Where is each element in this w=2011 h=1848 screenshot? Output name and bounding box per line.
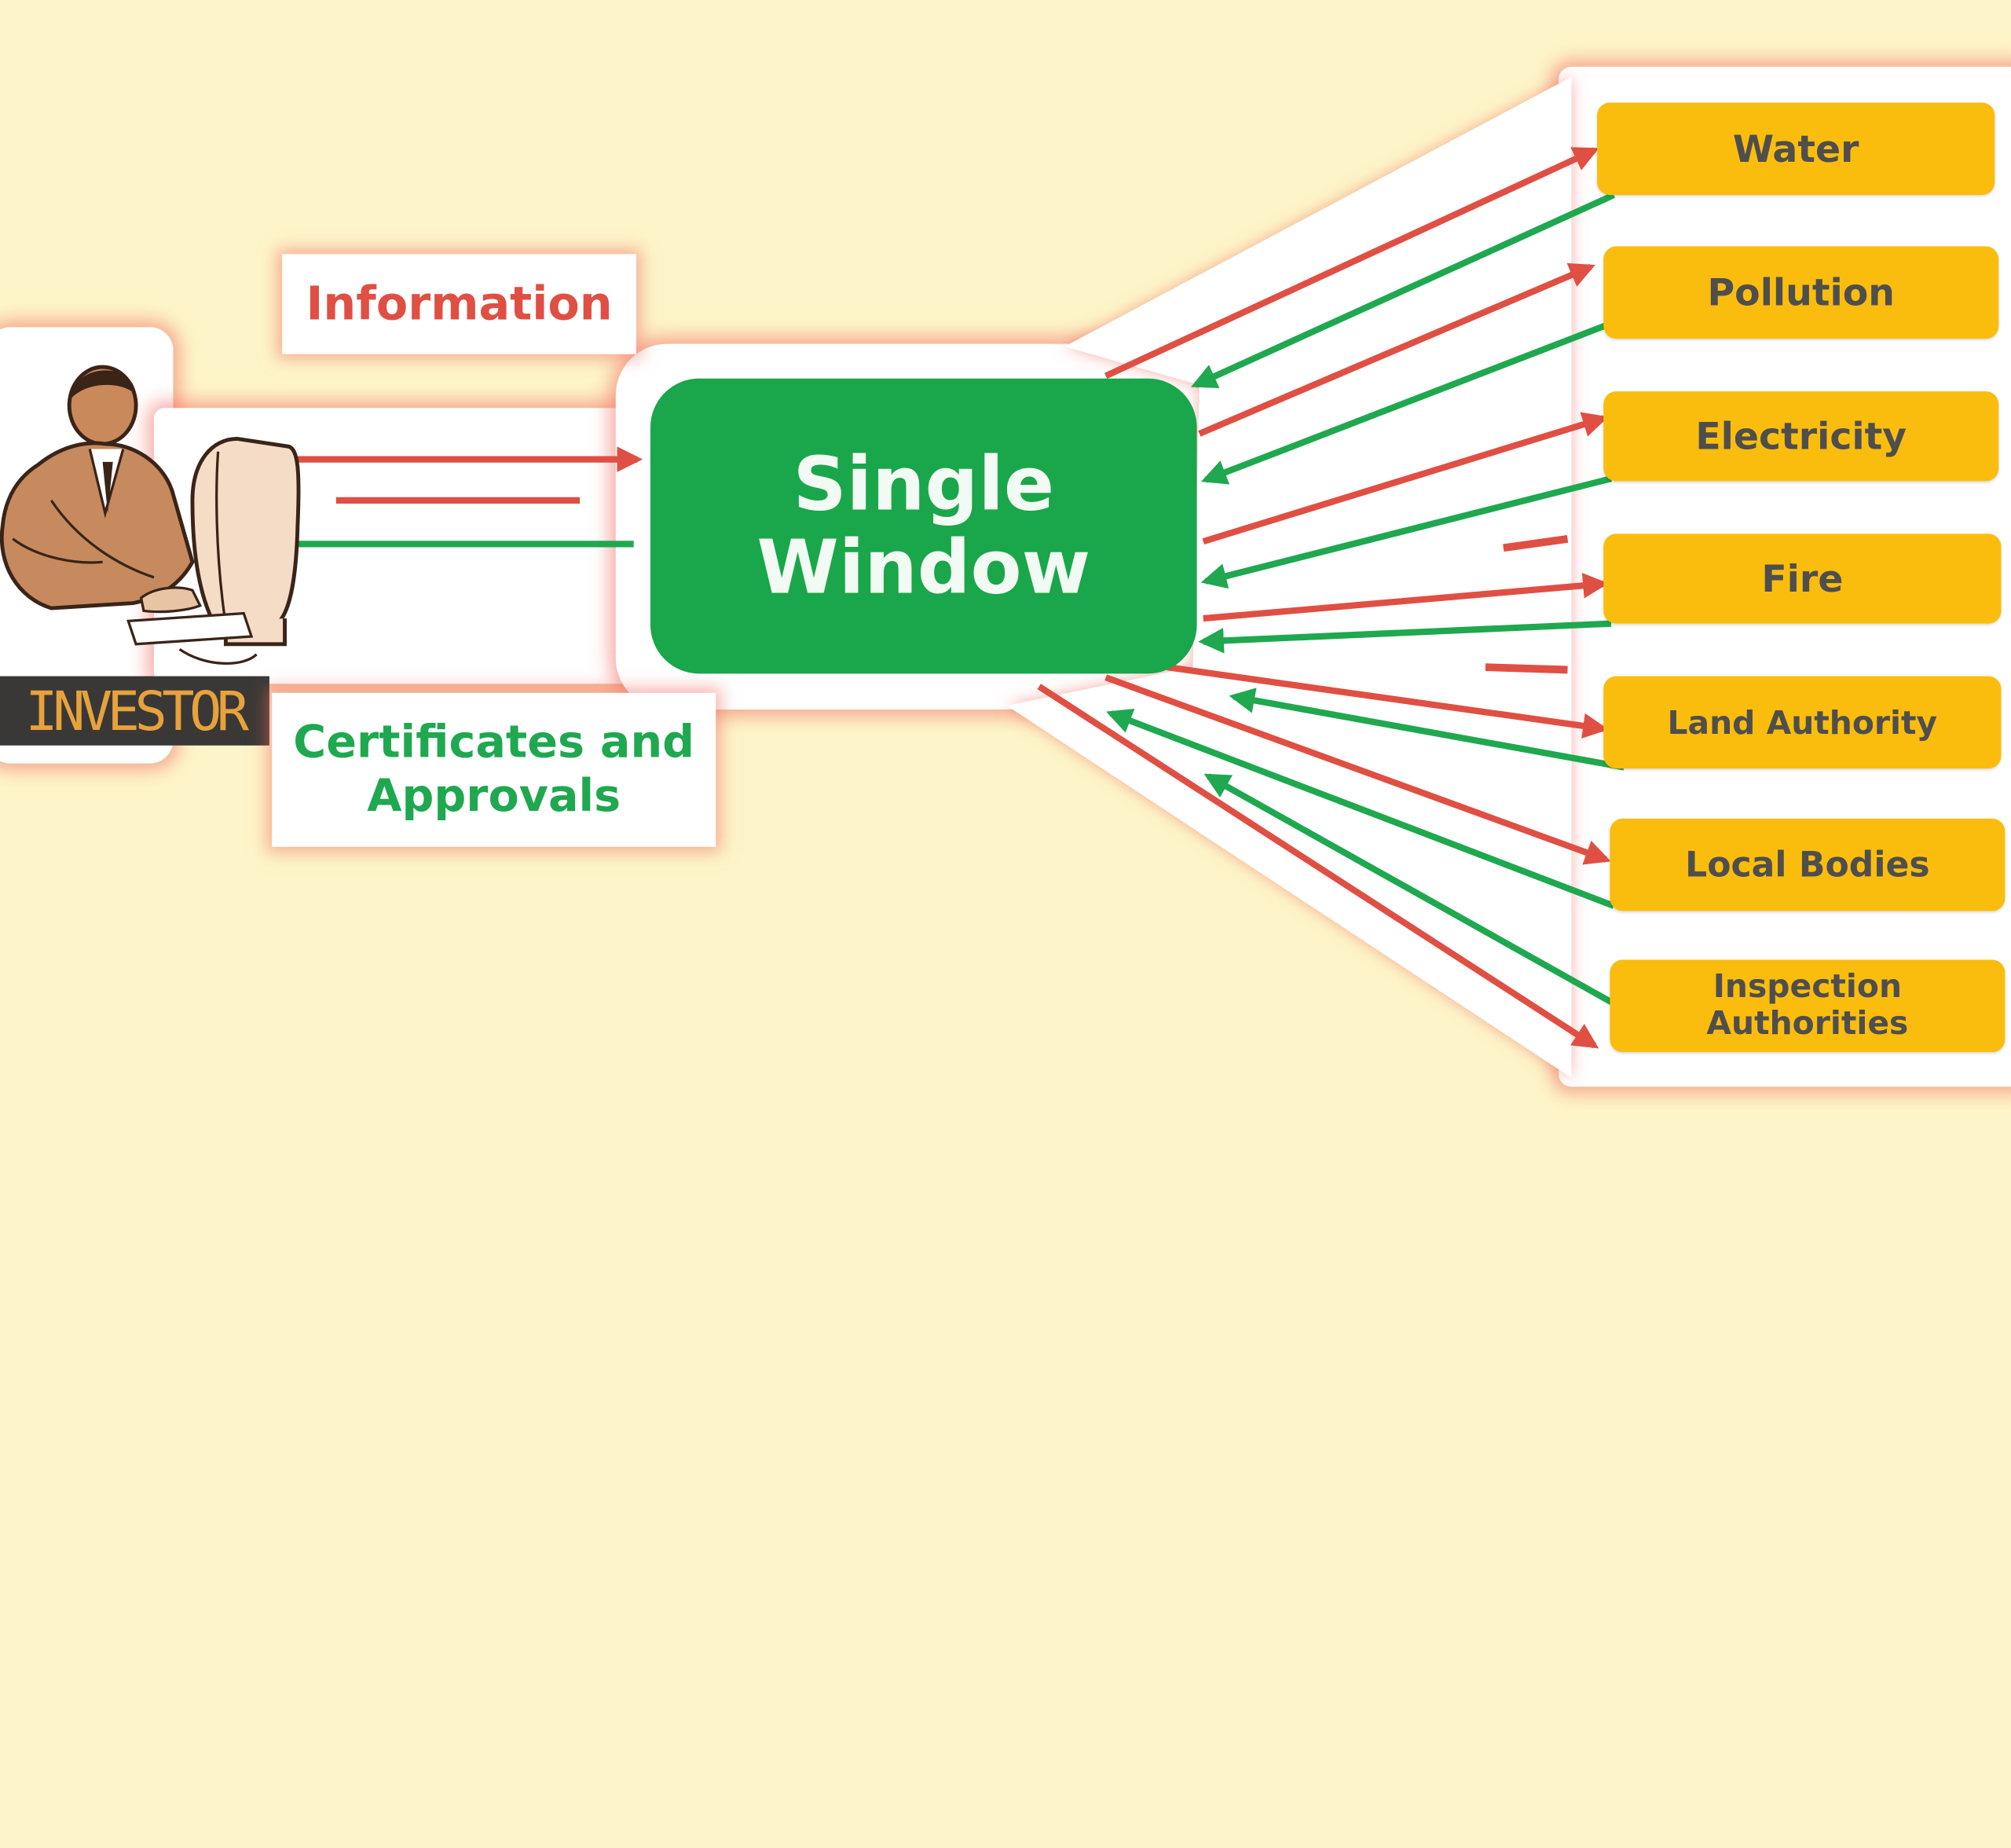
fan-backdrop — [1006, 76, 1572, 1078]
investor-illustration — [0, 365, 301, 665]
electricity-response-arrow — [1200, 475, 1613, 589]
department-label-line1: Inspection — [1712, 967, 1903, 1006]
single-window-box: Single Window — [650, 378, 1197, 674]
department-local-bodies: Local Bodies — [1610, 818, 2006, 911]
inspection-authorities-response-arrow — [1203, 773, 1614, 1005]
certificates-label-line1: Certificates and — [293, 717, 695, 769]
information-label: Information — [282, 254, 636, 354]
single-window-line2: Window — [756, 523, 1091, 611]
department-label: Water — [1732, 126, 1859, 171]
department-inspection-authorities: Inspection Authorities — [1610, 959, 2006, 1053]
department-water: Water — [1597, 102, 1995, 196]
local-bodies-request-arrow — [1104, 674, 1611, 865]
certificates-approvals-label: Certificates and Approvals — [272, 692, 716, 847]
fire-response-arrow — [1198, 620, 1612, 654]
electricity-request-arrow — [1202, 412, 1609, 545]
inspection-authorities-request-arrow — [1037, 684, 1599, 1049]
fan-backdrop-layer — [1006, 76, 1572, 1078]
single-window-line1: Single — [793, 440, 1055, 528]
investor-label: INVESTOR — [0, 676, 269, 746]
accent-mark-lower — [1485, 663, 1568, 674]
department-pollution: Pollution — [1603, 246, 1999, 339]
local-bodies-response-arrow — [1106, 709, 1615, 909]
land-authority-request-arrow — [1167, 664, 1609, 739]
arrows-layer — [258, 147, 1625, 1049]
department-label: Local Bodies — [1685, 845, 1930, 885]
certificates-label-line2: Approvals — [367, 771, 621, 823]
water-response-arrow — [1191, 192, 1616, 388]
land-authority-response-arrow — [1229, 688, 1625, 771]
department-label: Pollution — [1707, 270, 1895, 315]
department-label: Electricity — [1695, 414, 1907, 458]
water-request-arrow — [1104, 147, 1599, 380]
department-label: Land Authority — [1667, 703, 1938, 742]
pollution-request-arrow — [1198, 262, 1595, 437]
department-label-line2: Authorities — [1706, 1004, 1909, 1042]
fire-request-arrow — [1203, 572, 1609, 622]
department-fire: Fire — [1603, 534, 2002, 624]
department-label: Fire — [1761, 556, 1844, 601]
department-electricity: Electricity — [1603, 391, 1999, 482]
pollution-response-arrow — [1200, 320, 1613, 485]
department-land-authority: Land Authority — [1603, 676, 2002, 769]
accent-mark-upper — [1503, 535, 1569, 552]
